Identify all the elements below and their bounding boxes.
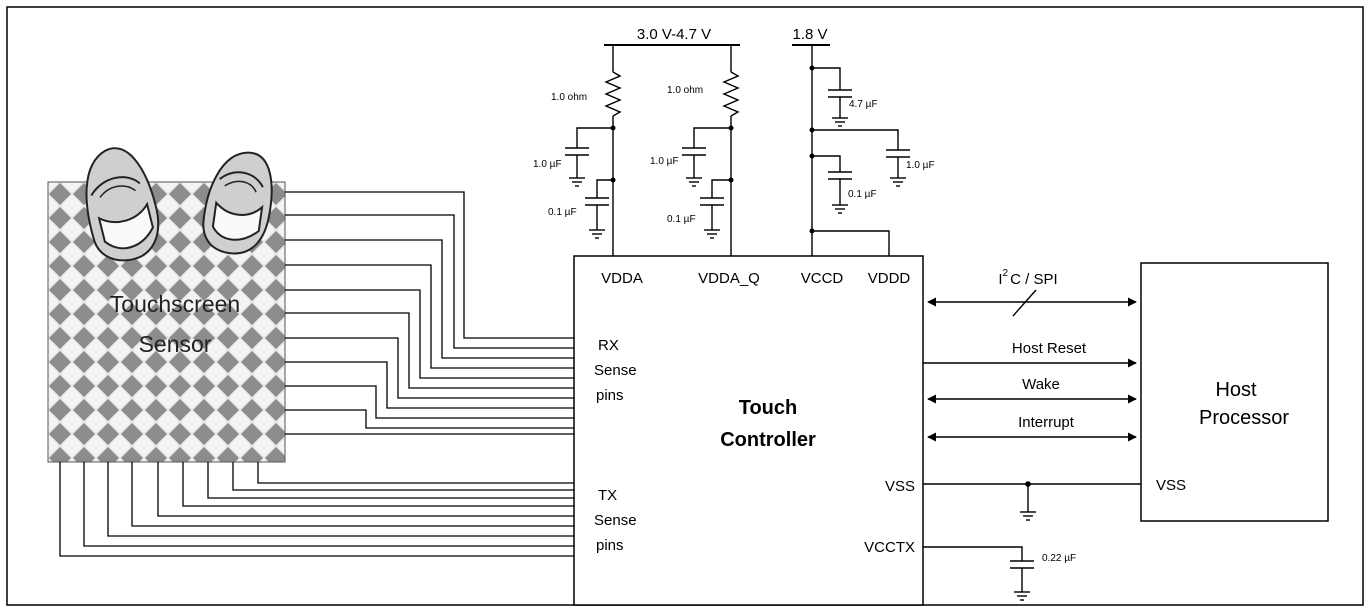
rx-label-line1: RX: [598, 337, 619, 354]
rx-label-line2: Sense: [594, 362, 637, 379]
touchscreen-sensor: Touchscreen Sensor: [47, 147, 286, 463]
analog-supply-network: [565, 44, 740, 256]
sensor-label-line2: Sensor: [139, 331, 212, 357]
tx-label-line3: pins: [596, 537, 624, 554]
host-bus-lines: [923, 289, 1137, 442]
wake-label: Wake: [1022, 376, 1060, 393]
c-vddaq-2-label: 0.1 µF: [667, 214, 696, 225]
vcctx-cap-network: [923, 546, 1034, 601]
pin-vccd: VCCD: [801, 270, 844, 287]
interrupt-label: Interrupt: [1018, 414, 1075, 431]
c-vddd-label: 1.0 µF: [906, 160, 935, 171]
pin-vss: VSS: [885, 478, 915, 495]
tx-wires: [59, 462, 585, 557]
host-vss-label: VSS: [1156, 477, 1186, 494]
analog-supply-label: 3.0 V-4.7 V: [637, 26, 711, 43]
vss-ground-network: [923, 483, 1141, 521]
host-reset-label: Host Reset: [1012, 340, 1087, 357]
touch-controller: VDDA VDDA_Q VCCD VDDD RX Sense pins TX S…: [573, 255, 924, 606]
controller-title-line1: Touch: [739, 397, 798, 419]
controller-title-line2: Controller: [720, 429, 816, 451]
host-processor: Host Processor VSS: [1140, 262, 1329, 522]
analog-junctions: [610, 125, 734, 183]
host-label-line1: Host: [1215, 379, 1257, 401]
c-vcctx-label: 0.22 µF: [1042, 553, 1076, 564]
tx-label-line1: TX: [598, 487, 617, 504]
pin-vcctx: VCCTX: [864, 539, 915, 556]
digital-supply-network: [792, 44, 910, 256]
digital-supply-label: 1.8 V: [792, 26, 827, 43]
vss-junction: [1025, 481, 1031, 487]
c-vdda-2-label: 0.1 µF: [548, 207, 577, 218]
sensor-label-line1: Touchscreen: [110, 291, 240, 317]
c-vdda-1-label: 1.0 µF: [533, 159, 562, 170]
r1-label: 1.0 ohm: [551, 92, 587, 103]
c-vccd-1-label: 4.7 µF: [849, 99, 878, 110]
tx-label-line2: Sense: [594, 512, 637, 529]
r2-label: 1.0 ohm: [667, 85, 703, 96]
rx-label-line3: pins: [596, 387, 624, 404]
rx-wires: [285, 191, 585, 435]
host-label-line2: Processor: [1199, 407, 1289, 429]
pin-vdda-q: VDDA_Q: [698, 270, 760, 287]
c-vddaq-1-label: 1.0 µF: [650, 156, 679, 167]
c-vccd-2-label: 0.1 µF: [848, 189, 877, 200]
digital-junctions: [809, 65, 815, 234]
pin-vdda: VDDA: [601, 270, 643, 287]
finger-left-icon: [85, 147, 160, 262]
pin-vddd: VDDD: [868, 270, 911, 287]
finger-right-icon: [202, 151, 273, 255]
